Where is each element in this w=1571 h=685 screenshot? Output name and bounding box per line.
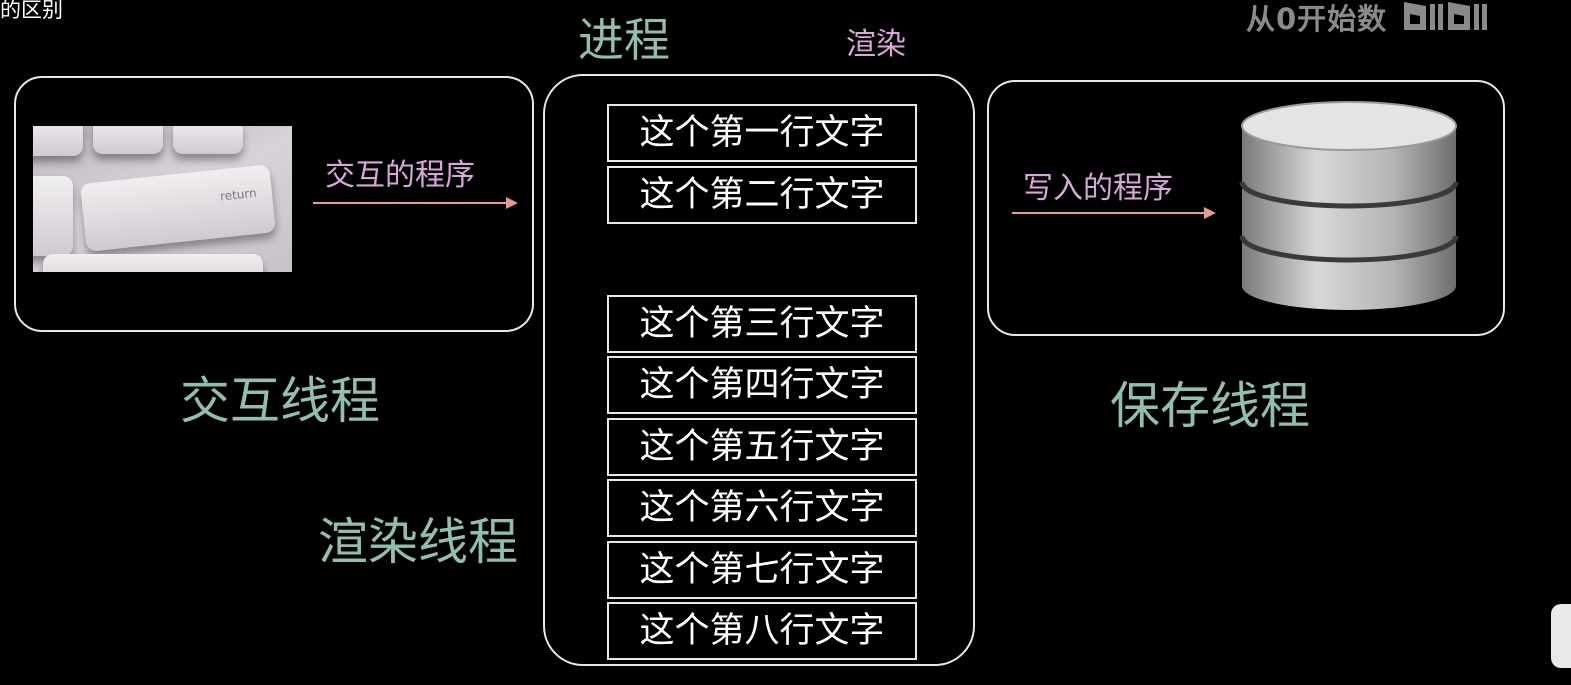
text-row: 这个第一行文字: [607, 104, 917, 162]
database-icon: [1239, 101, 1459, 310]
write-arrow-head: [1204, 207, 1216, 219]
keyboard-return-key-photo-icon: return: [33, 126, 292, 272]
corner-caption: 的区别: [0, 0, 63, 22]
process-box: [543, 74, 975, 666]
text-row: 这个第八行文字: [607, 602, 917, 660]
text-row: 这个第七行文字: [607, 541, 917, 599]
write-arrow: [1012, 212, 1206, 214]
save-thread-label: 保存线程: [1110, 377, 1310, 435]
render-heading: 渲染: [846, 27, 906, 62]
watermark-text: 从0开始数: [1246, 2, 1388, 36]
text-row: 这个第二行文字: [607, 166, 917, 224]
return-key-label: return: [219, 185, 258, 204]
render-thread-label: 渲染线程: [318, 513, 518, 571]
write-program-box: [987, 80, 1505, 336]
write-arrow-label: 写入的程序: [1023, 171, 1173, 206]
text-row: 这个第四行文字: [607, 356, 917, 414]
interaction-program-box: [14, 76, 534, 332]
interaction-arrow-head: [506, 197, 518, 209]
text-row: 这个第六行文字: [607, 479, 917, 537]
interaction-arrow-label: 交互的程序: [325, 158, 475, 193]
text-row: 这个第五行文字: [607, 418, 917, 476]
side-scroll-handle[interactable]: [1551, 604, 1571, 668]
process-heading: 进程: [578, 13, 670, 67]
interaction-arrow: [313, 202, 508, 204]
interaction-thread-label: 交互线程: [180, 372, 380, 430]
text-row: 这个第三行文字: [607, 295, 917, 353]
bilibili-logo-icon: [1404, 2, 1487, 30]
